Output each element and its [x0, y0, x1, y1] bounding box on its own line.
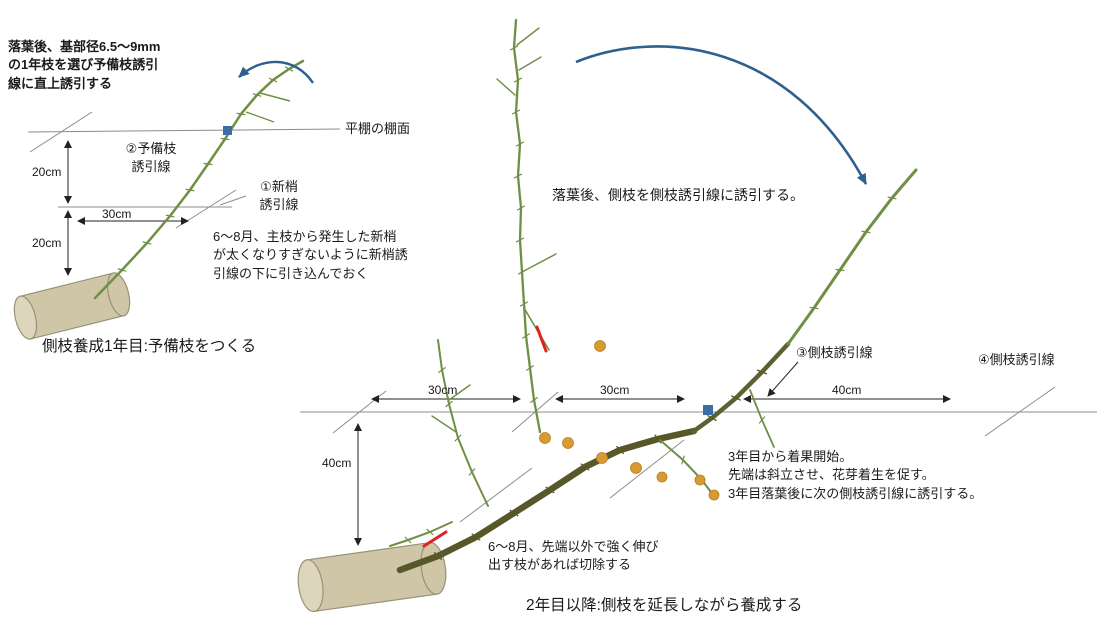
- lateral-branch-mid: [691, 341, 791, 434]
- dim-20cm-upper: 20cm: [32, 165, 62, 179]
- right-branch-diagonal-b: [459, 467, 533, 523]
- left-one-year-branch: [93, 59, 305, 300]
- trunk-cap-left: [13, 295, 38, 340]
- reserve-branch-wire-label: ②予備枝 誘引線: [125, 141, 177, 175]
- prune-note: 6〜8月、先端以外で強く伸び 出す枝があれば切除する: [488, 539, 659, 573]
- lateral-branch-thick: [396, 427, 698, 574]
- bud: [539, 432, 551, 444]
- dim-30cm-a: 30cm: [428, 383, 458, 397]
- trunk-cap-right: [106, 272, 131, 317]
- wire3-label: ③側枝誘引線: [796, 345, 873, 360]
- left-top-wire: [27, 128, 341, 133]
- year3-note: 3年目から着果開始。 先端は斜立させ、花芽着生を促す。 3年目落葉後に次の側枝誘…: [728, 449, 983, 501]
- right-dimension-arrows: [354, 395, 951, 546]
- wire3-shoot: [749, 389, 775, 448]
- bud: [562, 437, 574, 449]
- branch-twig-2: [245, 111, 275, 123]
- left-top-wire-diagonal: [29, 111, 93, 153]
- flower-buds: [539, 340, 720, 501]
- pruning-mark-lower: [422, 530, 448, 548]
- dim-40cm-v: 40cm: [322, 456, 352, 470]
- bud: [708, 489, 720, 501]
- dim-30cm-left: 30cm: [102, 207, 132, 221]
- right-wire-clip-square: [703, 405, 713, 415]
- leaf-fall-note: 落葉後、側枝を側枝誘引線に誘引する。: [552, 187, 804, 203]
- right-trunk-cylinder: [297, 541, 447, 613]
- new-shoot-wire-label: ①新梢 誘引線: [259, 179, 299, 213]
- pruning-mark-upper: [535, 325, 548, 353]
- left-cluster-shoot: [437, 339, 489, 507]
- dim-30cm-b: 30cm: [600, 383, 630, 397]
- side-twig-mid: [521, 253, 557, 273]
- tall-center-shoot: [509, 18, 542, 434]
- top-twig-2: [518, 56, 542, 71]
- annotation-pruning-note: 落葉後、基部径6.5〜9mm の1年枝を選び予備枝誘引 線に直上誘引する: [8, 39, 161, 91]
- bud: [596, 452, 608, 464]
- bud: [694, 474, 706, 486]
- wire3-pointer-arrow: [767, 361, 799, 397]
- right-wire-diagonal-4: [984, 386, 1056, 437]
- bud: [630, 462, 642, 474]
- wire4-label: ④側枝誘引線: [978, 352, 1055, 367]
- cluster-twig-2: [448, 384, 471, 401]
- lower-cut-shoot: [389, 521, 453, 547]
- branch-twig-1: [259, 92, 291, 102]
- bud: [594, 340, 606, 352]
- left-guide-arrow: [238, 60, 314, 84]
- trellis-surface-label: 平棚の棚面: [345, 121, 411, 136]
- reserve-branch: [93, 59, 305, 300]
- lateral-branch-tip: [786, 168, 918, 346]
- right-green-shoots: [389, 18, 775, 547]
- trunk-body: [306, 541, 438, 613]
- top-twig-3: [496, 78, 516, 96]
- dim-20cm-lower: 20cm: [32, 236, 62, 250]
- pruning-marks: [422, 325, 548, 548]
- left-wire-clip-square: [223, 126, 232, 135]
- right-guide-arrow: [575, 45, 868, 185]
- right-caption: 2年目以降:側枝を延長しながら養成する: [526, 597, 803, 614]
- down-side-shoot: [659, 439, 717, 500]
- right-lateral-branch: [396, 168, 918, 574]
- bud: [656, 471, 668, 483]
- left-caption: 側枝養成1年目:予備枝をつくる: [42, 338, 257, 355]
- right-wire-diagonal-center: [511, 391, 559, 433]
- cluster-twig-1: [431, 415, 457, 433]
- trunk-cap-left: [297, 559, 324, 613]
- left-trunk-cylinder: [13, 272, 131, 340]
- new-shoot-note: 6〜8月、主枝から発生した新梢 が太くなりすぎないように新梢誘 引線の下に引き込…: [213, 229, 408, 281]
- top-twig-1: [516, 27, 540, 46]
- dim-40cm-h: 40cm: [832, 383, 862, 397]
